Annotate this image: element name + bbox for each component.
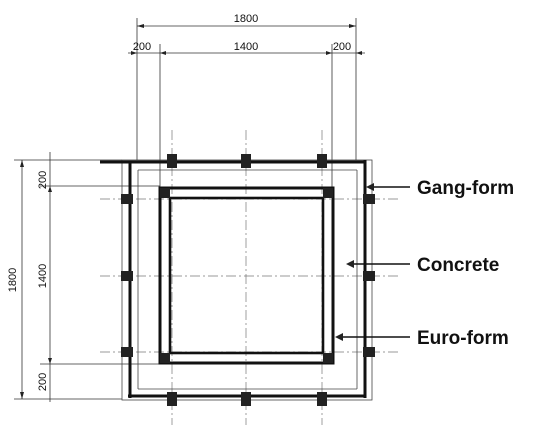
left-dimensions: 1800 200 1400 200 [7,152,160,402]
label-concrete: Concrete [346,255,499,276]
top-dimensions: 1800 200 1400 200 [128,13,365,195]
top-overall-dimension: 1800 [234,13,258,25]
gang-form-label: Gang-form [417,178,514,199]
top-left-margin-dimension: 200 [133,41,151,53]
form-ties [121,154,375,406]
left-top-margin-dimension: 200 [37,171,49,189]
left-middle-dimension: 1400 [37,264,49,288]
euro-form-label: Euro-form [417,328,509,349]
label-gang-form: Gang-form [366,178,514,199]
center-lines [100,130,400,425]
left-bottom-margin-dimension: 200 [37,373,49,391]
euro-form-frame [158,186,335,365]
label-euro-form: Euro-form [335,328,509,349]
concrete-label: Concrete [417,255,499,276]
top-middle-dimension: 1400 [234,41,258,53]
top-right-margin-dimension: 200 [333,41,351,53]
left-overall-dimension: 1800 [7,268,19,292]
